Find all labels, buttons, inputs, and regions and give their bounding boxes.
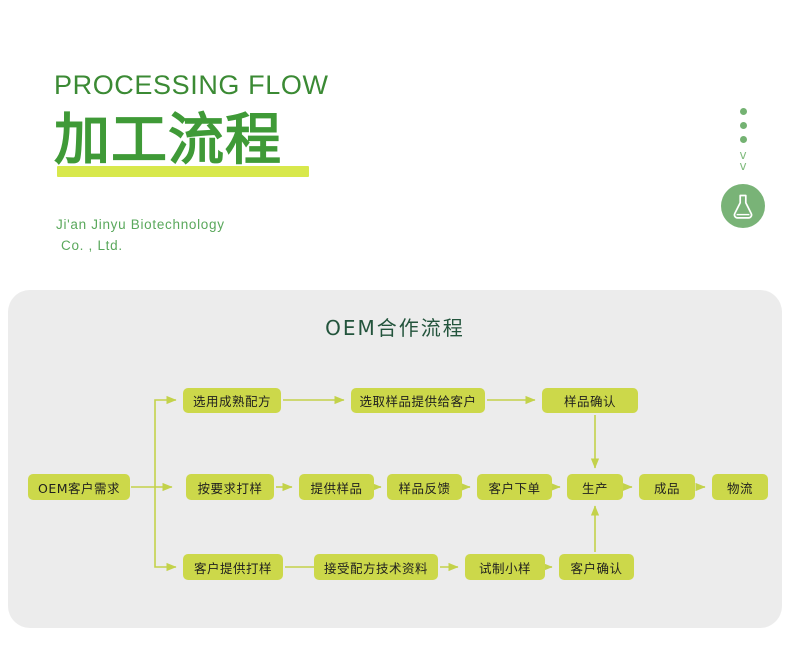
page-title-wrap: 加工流程 bbox=[54, 108, 309, 180]
flow-node-m4: 客户下单 bbox=[477, 474, 552, 500]
flow-panel: OEM合作流程 bbox=[8, 290, 782, 628]
flow-node-m1: 按要求打样 bbox=[186, 474, 274, 500]
ornament-dot-icon bbox=[739, 136, 747, 143]
flow-title: OEM合作流程 bbox=[325, 316, 465, 340]
flow-node-t2: 选取样品提供给客户 bbox=[351, 388, 485, 413]
flow-node-t1: 选用成熟配方 bbox=[183, 388, 281, 413]
flow-node-m5: 生产 bbox=[567, 474, 623, 500]
flask-icon bbox=[733, 194, 753, 219]
chevron-down-icon: v bbox=[739, 148, 747, 162]
title-highlight-bar bbox=[57, 166, 309, 177]
eyebrow-title: PROCESSING FLOW bbox=[54, 70, 329, 100]
flow-node-b3: 试制小样 bbox=[465, 554, 545, 580]
flow-node-b2: 接受配方技术资料 bbox=[314, 554, 438, 580]
header-ornament: v v bbox=[712, 108, 774, 228]
flow-node-start: OEM客户需求 bbox=[28, 474, 130, 500]
flow-node-m6: 成品 bbox=[639, 474, 695, 500]
flow-node-m7: 物流 bbox=[712, 474, 768, 500]
flow-node-b4: 客户确认 bbox=[559, 554, 634, 580]
flow-node-b1: 客户提供打样 bbox=[183, 554, 283, 580]
flow-node-m2: 提供样品 bbox=[299, 474, 374, 500]
flask-badge bbox=[721, 184, 765, 228]
company-subtitle-line2: Co. , Ltd. bbox=[61, 238, 123, 253]
chevron-down-icon: v bbox=[739, 159, 747, 173]
flow-node-t3: 样品确认 bbox=[542, 388, 638, 413]
page-header: PROCESSING FLOW 加工流程 Ji'an Jinyu Biotech… bbox=[0, 0, 790, 280]
flow-node-m3: 样品反馈 bbox=[387, 474, 462, 500]
page-title: 加工流程 bbox=[54, 108, 282, 173]
company-subtitle-line1: Ji'an Jinyu Biotechnology bbox=[56, 217, 225, 232]
ornament-dot-icon bbox=[739, 108, 747, 115]
company-subtitle: Ji'an Jinyu Biotechnology Co. , Ltd. bbox=[56, 214, 306, 256]
ornament-dot-icon bbox=[739, 122, 747, 129]
